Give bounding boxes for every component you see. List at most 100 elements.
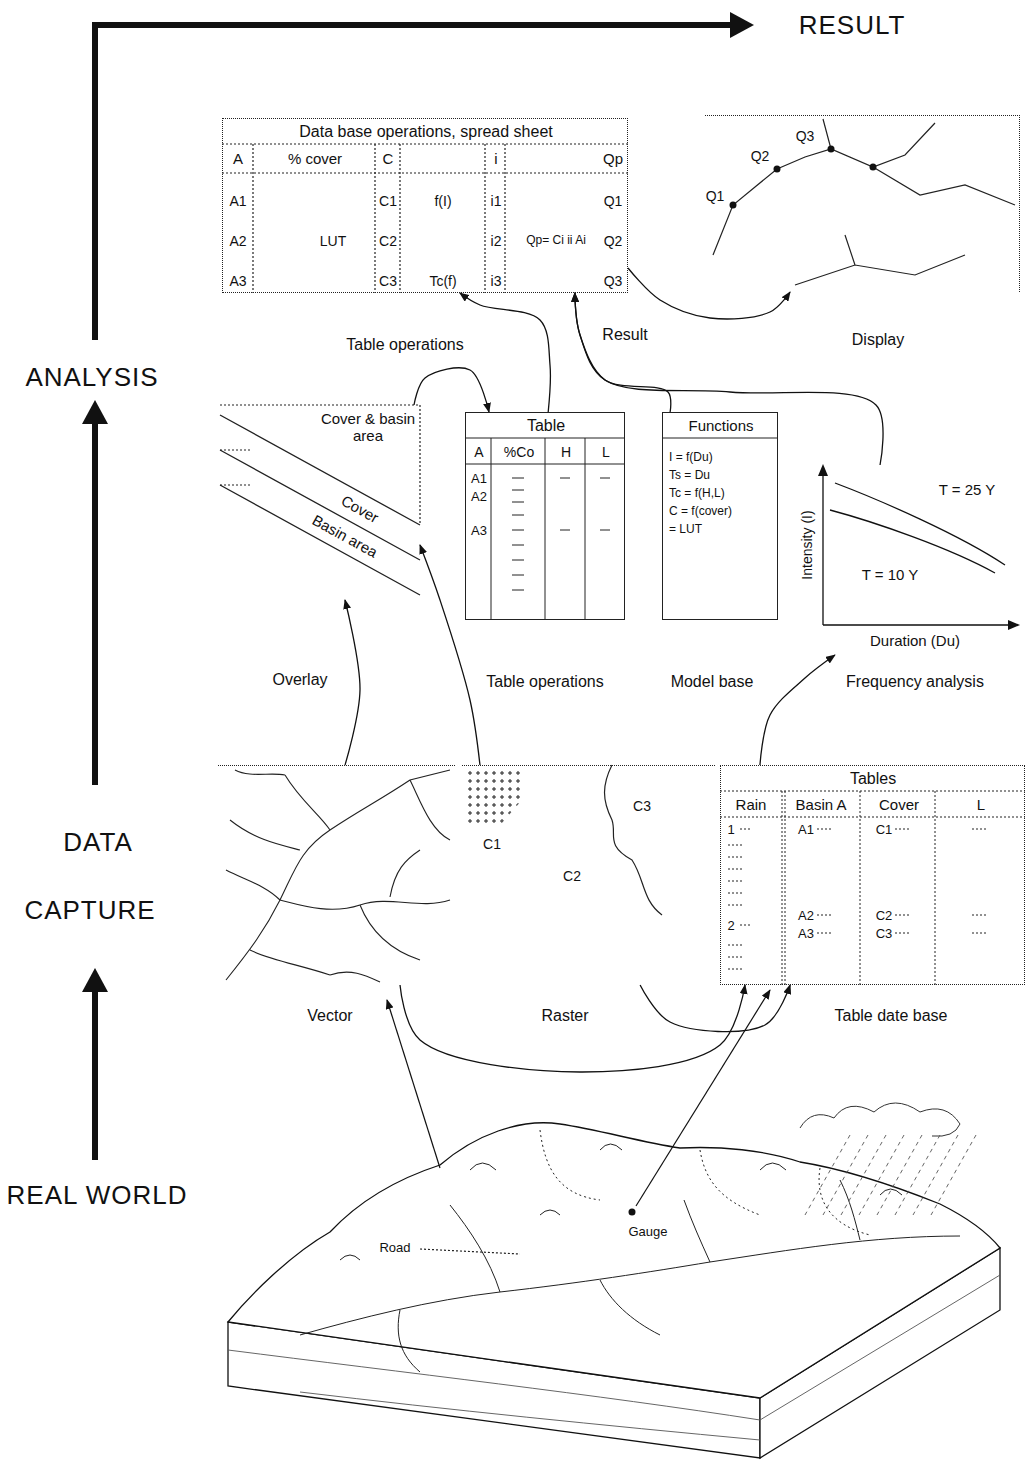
- table-cell: i3: [491, 273, 502, 289]
- attribute-table: TableA%CoHLA1A2A3: [465, 412, 625, 620]
- table-cell: % cover: [288, 150, 342, 167]
- table-grid: [662, 438, 778, 439]
- stage-label: RESULT: [799, 11, 906, 41]
- raster-map: C3C1C2Raster: [462, 765, 715, 985]
- chart-label: T = 25 Y: [939, 481, 996, 498]
- idf-chart: Intensity (I) Duration (Du) T = 25 Y T = 10…: [795, 465, 1023, 655]
- table-cell: C1: [379, 193, 397, 209]
- table-cell: H: [561, 444, 571, 460]
- operation-label: Frequency analysis: [846, 673, 984, 691]
- basin-divide: [540, 1130, 870, 1235]
- table-cell: C1: [876, 823, 893, 838]
- overlay-layer-line: [220, 415, 420, 595]
- layer-label: Cover & basin area: [320, 410, 416, 445]
- river: [300, 1180, 960, 1372]
- function-text: C = f(cover): [669, 505, 732, 519]
- result-flow-arrow: [95, 25, 735, 340]
- chart-label: Duration (Du): [870, 632, 960, 649]
- terrain-surface: [228, 1123, 1000, 1398]
- vector-stream-network: [226, 770, 450, 982]
- table-cell: Tc(f): [429, 273, 456, 289]
- capture-leader-arrow: [387, 1000, 440, 1168]
- table-cell: LUT: [320, 233, 346, 249]
- connector-arrow: [640, 985, 790, 1032]
- table-cell: i1: [491, 193, 502, 209]
- table-cell: i: [494, 150, 497, 167]
- table-cell: A1: [229, 193, 246, 209]
- table-cell: Tables: [850, 770, 896, 788]
- table-cell: Qp: [603, 150, 623, 167]
- connector-arrow: [460, 293, 550, 412]
- table-cell: C3: [876, 927, 893, 942]
- outlet-dot: [870, 164, 877, 171]
- table-cell: Table date base: [835, 1007, 948, 1025]
- table-cell: %Co: [504, 444, 534, 460]
- spreadsheet-table: Data base operations, spread sheetA% cov…: [222, 118, 628, 293]
- functions-box: Functions I = f(Du) Ts = Du Tc = f(H,L) C = …: [662, 412, 778, 620]
- vector-map: Vector: [218, 765, 455, 985]
- outlet-label: Q3: [796, 128, 815, 144]
- connector-arrow: [575, 293, 671, 412]
- chart-label: T = 10 Y: [862, 566, 919, 583]
- table-cell: L: [602, 444, 610, 460]
- capture-flow-arrow: [92, 990, 98, 1160]
- operation-label: Table operations: [346, 336, 463, 354]
- chart-label: Intensity (I): [799, 510, 815, 579]
- outlet-label: Q2: [751, 148, 770, 164]
- table-cell: i2: [491, 233, 502, 249]
- operation-label: Overlay: [272, 671, 327, 689]
- table-cell: A: [233, 150, 243, 167]
- table-cell: Q2: [604, 233, 623, 249]
- layer-label: Cover: [338, 492, 381, 526]
- operation-label: Result: [602, 326, 647, 344]
- function-text: Tc = f(H,L): [669, 487, 725, 501]
- table-cell: Basin A: [796, 796, 847, 813]
- table-cell: A3: [798, 927, 814, 942]
- connector-arrow: [760, 655, 835, 765]
- arrowhead: [818, 464, 828, 476]
- table-grid: [222, 144, 628, 293]
- table-cell: 1: [727, 823, 734, 838]
- rain-cloud: [800, 1103, 960, 1136]
- table-cell: C2: [379, 233, 397, 249]
- table-cell: L: [977, 796, 985, 813]
- table-cell: A: [474, 444, 483, 460]
- feature-label: Gauge: [626, 1225, 669, 1240]
- outlet-dot: [730, 202, 737, 209]
- overlay-panel: Cover & basin areaCoverBasin area: [220, 405, 420, 600]
- stage-label: ANALYSIS: [25, 363, 158, 393]
- gauge-point: [629, 1209, 636, 1216]
- table-cell: Table: [527, 417, 565, 435]
- overlay-layer-edge: [220, 405, 420, 525]
- class-label: C2: [563, 868, 581, 884]
- connector-arrow: [414, 368, 489, 412]
- idf-curve: [830, 510, 995, 573]
- stage-label: REAL WORLD: [7, 1181, 188, 1211]
- arrowhead: [730, 12, 754, 38]
- table-cell: Q1: [604, 193, 623, 209]
- hill-contour: [340, 1144, 902, 1260]
- function-text: = LUT: [669, 523, 702, 537]
- outlet-dot: [774, 166, 781, 173]
- function-text: Ts = Du: [669, 469, 710, 483]
- class-label: Raster: [541, 1007, 588, 1025]
- operation-label: Display: [852, 331, 904, 349]
- block-strata: [228, 1275, 1000, 1440]
- class-label: C1: [483, 836, 501, 852]
- table-database: TablesRainBasin ACoverL1A1C1A2C22A3C3Tab…: [720, 765, 1025, 985]
- outlet-label: Q1: [706, 188, 725, 204]
- function-text: Functions: [688, 417, 753, 434]
- table-cell: f(I): [434, 193, 451, 209]
- arrowhead: [1008, 620, 1020, 630]
- table-cell: C2: [876, 909, 893, 924]
- table-cell: A2: [229, 233, 246, 249]
- table-grid: [465, 438, 625, 620]
- table-cell: Cover: [879, 796, 919, 813]
- connector-arrow: [420, 545, 480, 765]
- table-dash: [728, 829, 988, 969]
- table-cell: Rain: [736, 796, 767, 813]
- function-text: I = f(Du): [669, 451, 713, 465]
